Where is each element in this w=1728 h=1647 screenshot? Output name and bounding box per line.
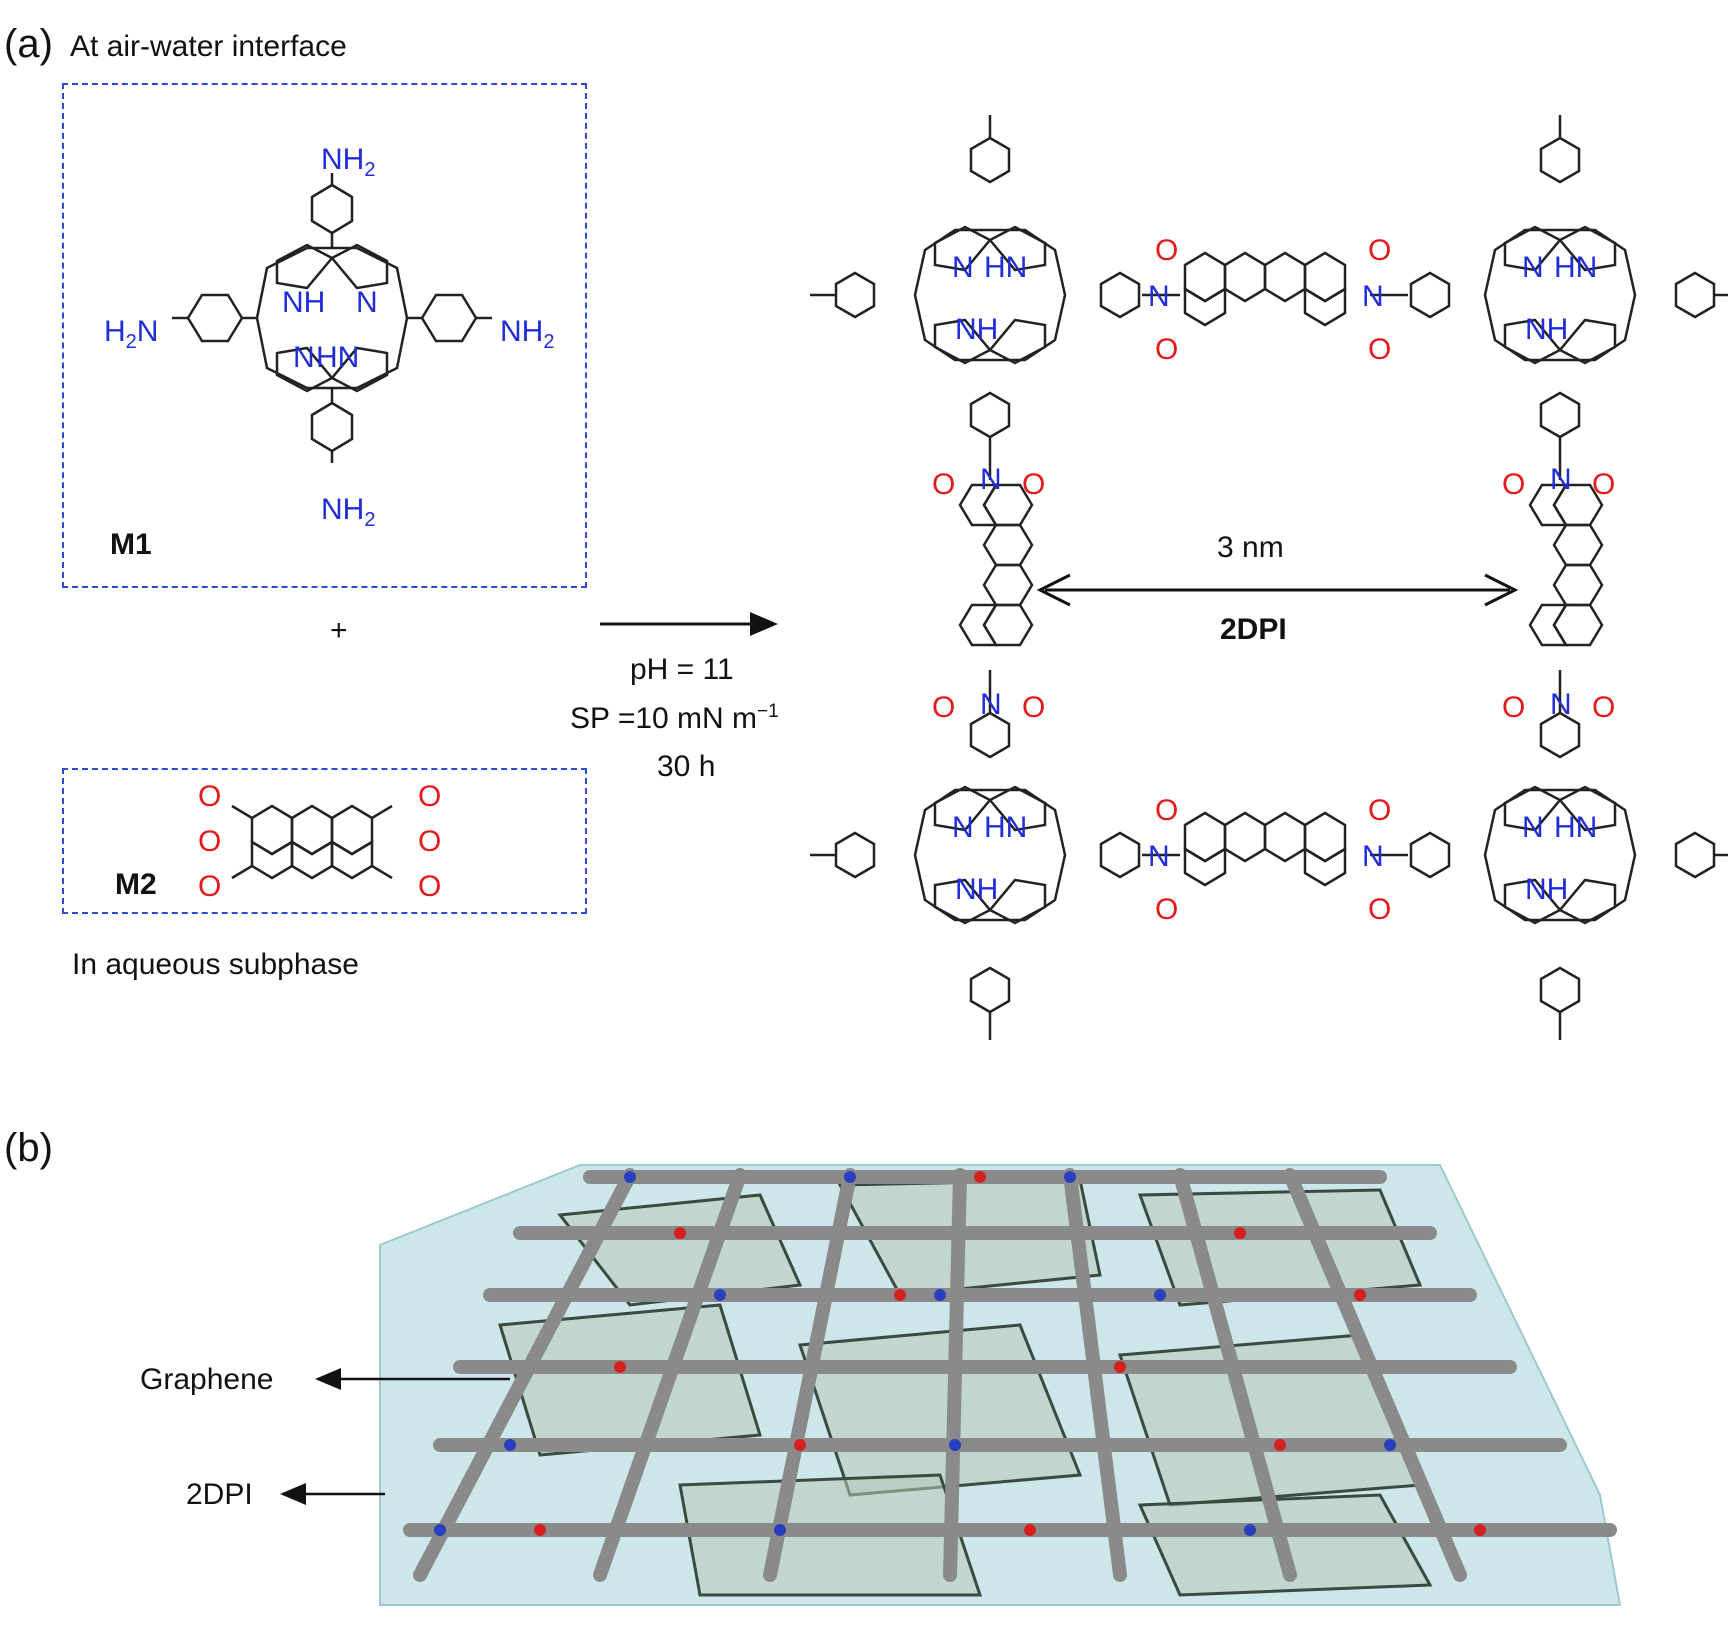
m1-amine-top: NH2 bbox=[321, 143, 376, 181]
interface-note: At air-water interface bbox=[70, 30, 347, 63]
m2-box bbox=[62, 768, 587, 914]
m1-amine-left: H2N bbox=[104, 315, 159, 353]
distance-label: 3 nm bbox=[1217, 531, 1284, 564]
carbonyl-o-5: O bbox=[1155, 794, 1179, 827]
m2-o3: O bbox=[198, 870, 222, 903]
carbonyl-o-1: O bbox=[1155, 234, 1179, 267]
m2-o4: O bbox=[418, 780, 442, 813]
carbonyl-o-10: O bbox=[1022, 468, 1046, 501]
carbonyl-o-3: O bbox=[1368, 234, 1392, 267]
p1-n: N bbox=[952, 251, 974, 284]
m1-amine-bottom: NH2 bbox=[321, 493, 376, 531]
carbonyl-o-14: O bbox=[1592, 468, 1616, 501]
m1-amine-right-text: NH bbox=[500, 315, 544, 348]
condition-ph: pH = 11 bbox=[630, 653, 734, 686]
carbonyl-o-8: O bbox=[1368, 893, 1392, 926]
carbonyl-o-13: O bbox=[1502, 468, 1526, 501]
condition-sp-text: SP =10 mN m bbox=[570, 702, 758, 735]
imide-n-6: N bbox=[980, 688, 1002, 721]
m1-core-n2: N bbox=[293, 341, 315, 374]
p1-nh: NH bbox=[955, 313, 999, 346]
m1-structure bbox=[172, 173, 492, 463]
carbonyl-o-12: O bbox=[1022, 691, 1046, 724]
polymer-pointer-arrow bbox=[280, 1483, 385, 1505]
imide-n-8: N bbox=[1550, 688, 1572, 721]
p3-nh: NH bbox=[955, 873, 999, 906]
p2-nh: NH bbox=[1525, 313, 1569, 346]
m1-amine-right-sub: 2 bbox=[543, 331, 555, 353]
imide-n-4: N bbox=[1362, 840, 1384, 873]
p2-n: N bbox=[1522, 251, 1544, 284]
m1-amine-left-n: N bbox=[136, 315, 159, 348]
m1-amine-left-h: H bbox=[104, 315, 126, 348]
imide-n-7: N bbox=[1550, 463, 1572, 496]
p1-hn: HN bbox=[984, 251, 1028, 284]
p3-hn: HN bbox=[984, 811, 1028, 844]
carbonyl-o-9: O bbox=[932, 468, 956, 501]
condition-sp: SP =10 mN m−1 bbox=[570, 702, 779, 734]
m1-core-n1: N bbox=[356, 286, 378, 319]
m2-o1: O bbox=[198, 780, 222, 813]
p4-nh: NH bbox=[1525, 873, 1569, 906]
m2-o2: O bbox=[198, 825, 222, 858]
reaction-arrow bbox=[600, 612, 778, 636]
m1-core-hn: HN bbox=[316, 341, 360, 374]
p4-hn: HN bbox=[1554, 811, 1598, 844]
m1-core-nh: NH bbox=[282, 286, 326, 319]
carbonyl-o-7: O bbox=[1368, 794, 1392, 827]
panel-b-label: (b) bbox=[4, 1126, 53, 1170]
m2-label: M2 bbox=[115, 868, 157, 901]
panel-a-label: (a) bbox=[4, 22, 53, 66]
imide-n-3: N bbox=[1148, 840, 1170, 873]
subphase-note: In aqueous subphase bbox=[72, 948, 359, 981]
m2-o6: O bbox=[418, 870, 442, 903]
m1-amine-bottom-text: NH bbox=[321, 493, 365, 526]
carbonyl-o-11: O bbox=[932, 691, 956, 724]
graphene-label: Graphene bbox=[140, 1363, 274, 1396]
imide-n-2: N bbox=[1362, 280, 1384, 313]
graphene-pointer-arrow bbox=[315, 1368, 510, 1390]
polymer-label: 2DPI bbox=[186, 1478, 253, 1511]
m1-amine-left-sub: 2 bbox=[125, 331, 137, 353]
carbonyl-o-4: O bbox=[1368, 333, 1392, 366]
m1-box bbox=[62, 83, 587, 588]
m2-structure bbox=[231, 804, 393, 880]
m1-amine-right: NH2 bbox=[500, 315, 555, 353]
m2-o5: O bbox=[418, 825, 442, 858]
m1-amine-bottom-sub: 2 bbox=[364, 509, 376, 531]
p4-n: N bbox=[1522, 811, 1544, 844]
product-label: 2DPI bbox=[1220, 613, 1287, 646]
imide-n-1: N bbox=[1148, 280, 1170, 313]
plus-sign: + bbox=[330, 614, 348, 647]
carbonyl-o-2: O bbox=[1155, 333, 1179, 366]
p3-n: N bbox=[952, 811, 974, 844]
carbonyl-o-6: O bbox=[1155, 893, 1179, 926]
heterostructure-render bbox=[379, 1164, 1622, 1606]
imide-n-5: N bbox=[980, 463, 1002, 496]
condition-sp-sup: −1 bbox=[757, 701, 779, 722]
carbonyl-o-15: O bbox=[1502, 691, 1526, 724]
m1-amine-top-sub: 2 bbox=[364, 159, 376, 181]
m1-label: M1 bbox=[110, 528, 152, 561]
2dpi-structure bbox=[810, 115, 1728, 1040]
m1-amine-top-text: NH bbox=[321, 143, 365, 176]
condition-time: 30 h bbox=[657, 750, 716, 783]
carbonyl-o-16: O bbox=[1592, 691, 1616, 724]
p2-hn: HN bbox=[1554, 251, 1598, 284]
